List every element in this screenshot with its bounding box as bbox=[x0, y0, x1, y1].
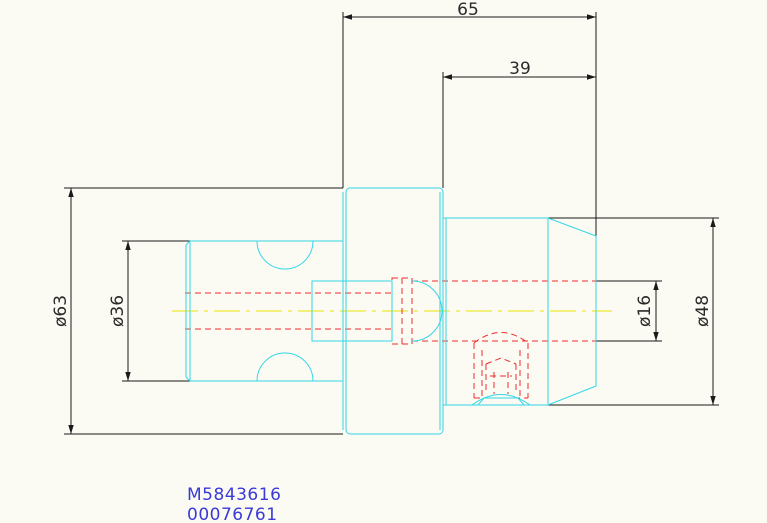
pin-cap-arc bbox=[411, 280, 443, 342]
hidden-screw-outline bbox=[473, 332, 529, 398]
part-code-2: 00076761 bbox=[187, 505, 278, 523]
hidden-lines bbox=[185, 277, 596, 399]
pin bbox=[311, 280, 393, 342]
dim-16-text: ø16 bbox=[635, 295, 655, 327]
flange bbox=[345, 187, 444, 435]
dim-36-text: ø36 bbox=[108, 295, 128, 327]
dim-39-text: 39 bbox=[509, 59, 531, 79]
left-shank-chamfer-corners bbox=[185, 240, 191, 382]
part-outline bbox=[185, 187, 597, 435]
dim-63-text: ø63 bbox=[51, 295, 71, 327]
part-code-1: M5843616 bbox=[187, 485, 281, 505]
head bbox=[443, 217, 597, 406]
dim-65-text: 65 bbox=[457, 0, 479, 20]
top-notch bbox=[256, 240, 314, 270]
screw-visible-arc bbox=[471, 394, 531, 406]
dimension-lines bbox=[64, 12, 719, 435]
screw-visible-seat bbox=[477, 397, 525, 406]
bottom-notch bbox=[256, 352, 314, 382]
hidden-screw-tip bbox=[485, 357, 517, 390]
dim-48-text: ø48 bbox=[693, 295, 713, 327]
